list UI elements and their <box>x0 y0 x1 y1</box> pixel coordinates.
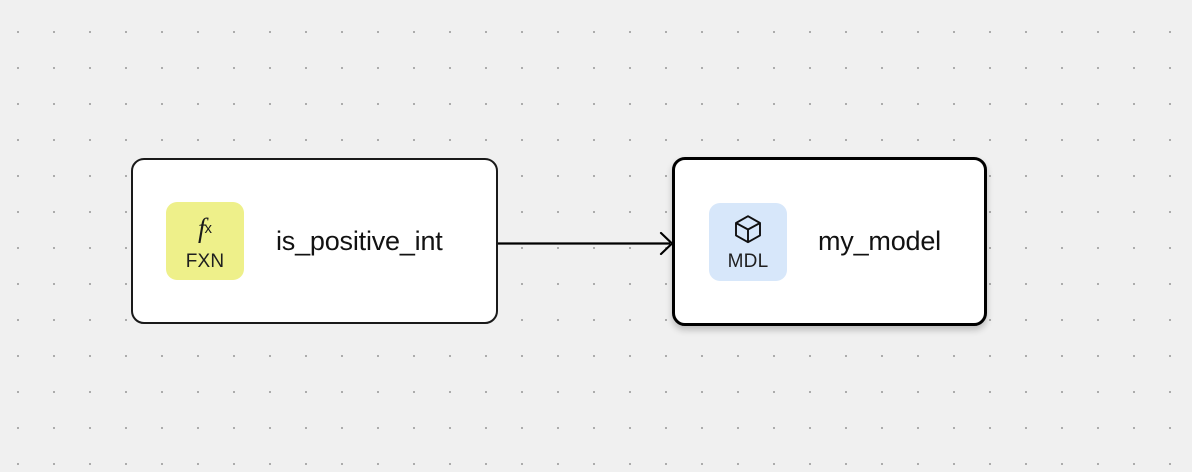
fx-glyph-x: x <box>204 220 213 237</box>
badge-label-fxn: FXN <box>185 250 225 272</box>
cube-3d-icon-svg <box>735 215 761 244</box>
node-my-model[interactable]: MDL my_model <box>672 157 987 326</box>
node-type-badge-mdl: MDL <box>709 202 787 281</box>
node-title-my-model: my_model <box>818 226 941 256</box>
edge-arrowhead-icon <box>659 231 674 256</box>
fx-glyph-f: f <box>197 213 206 243</box>
node-title-is-positive-int: is_positive_int <box>276 225 443 256</box>
badge-label-mdl: MDL <box>727 251 769 272</box>
edge-fxn-to-mdl[interactable] <box>497 231 674 256</box>
cube-3d-icon <box>733 212 763 246</box>
